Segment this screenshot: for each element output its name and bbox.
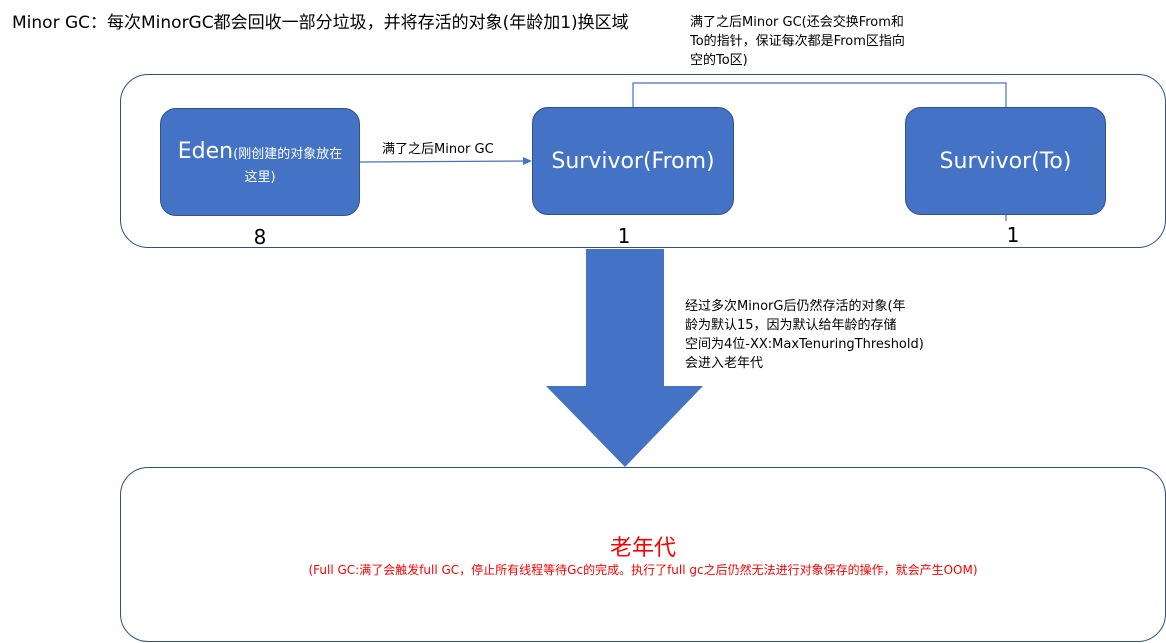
- swap-note-line: 满了之后Minor GC(还会交换From和: [690, 15, 904, 30]
- swap-note-line: To的指针，保证每次都是From区指向: [690, 33, 905, 49]
- promotion-note-line: 经过多次MinorG后仍然存活的对象(年: [685, 299, 906, 314]
- eden-count: 8: [253, 225, 267, 249]
- promotion-note-line: 空间为4位-XX:MaxTenuringThreshold): [685, 336, 924, 352]
- swap-note: 满了之后Minor GC(还会交换From和 To的指针，保证每次都是From区…: [690, 14, 905, 71]
- from-to-swap-connector: [632, 82, 1007, 107]
- promotion-note: 经过多次MinorG后仍然存活的对象(年 龄为默认15，因为默认给年龄的存储 空…: [685, 298, 924, 373]
- survivor-to-count: 1: [1006, 223, 1020, 247]
- eden-to-from-label: 满了之后Minor GC: [382, 142, 494, 157]
- eden-to-from-arrowhead: [523, 157, 532, 165]
- old-generation-description: (Full GC:满了会触发full GC，停止所有线程等待Gc的完成。执行了f…: [308, 563, 978, 577]
- survivor-to-space: Survivor(To): [905, 107, 1106, 215]
- survivor-to-label: Survivor(To): [939, 148, 1072, 174]
- eden-description: (刚创建的对象放在这里): [233, 147, 343, 185]
- swap-note-line: 空的To区): [690, 52, 748, 68]
- eden-label: Eden: [177, 139, 234, 165]
- survivor-from-count: 1: [617, 224, 631, 248]
- promotion-arrow: [546, 249, 703, 467]
- old-generation-title: 老年代: [609, 536, 676, 561]
- eden-space: Eden(刚创建的对象放在这里): [160, 108, 360, 216]
- survivor-from-label: Survivor(From): [551, 148, 715, 174]
- survivor-from-space: Survivor(From): [532, 107, 734, 215]
- eden-to-from-arrow: [359, 160, 527, 163]
- promotion-note-line: 会进入老年代: [685, 355, 764, 371]
- promotion-note-line: 龄为默认15，因为默认给年龄的存储: [685, 317, 897, 333]
- diagram-title: Minor GC：每次MinorGC都会回收一部分垃圾，并将存活的对象(年龄加1…: [12, 13, 629, 33]
